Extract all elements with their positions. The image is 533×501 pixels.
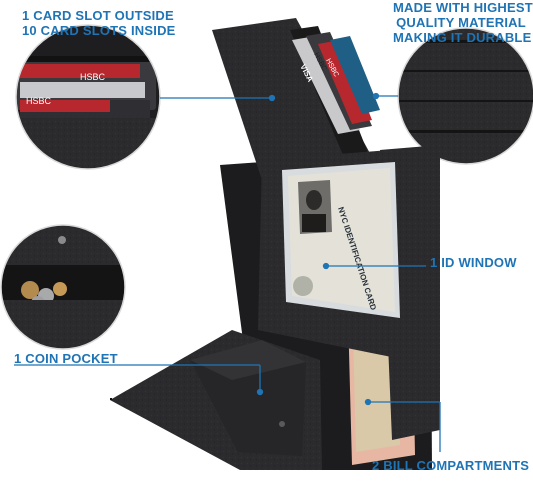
- callout-card-slots: 1 CARD SLOT OUTSIDE 10 CARD SLOTS INSIDE: [22, 8, 176, 38]
- id-seal: [293, 276, 313, 296]
- card-blue: [330, 36, 380, 114]
- callout-material: MADE WITH HIGHEST QUALITY MATERIAL MAKIN…: [393, 0, 533, 45]
- callout-line: MAKING IT DURABLE: [393, 30, 532, 45]
- callout-line: MADE WITH HIGHEST: [393, 0, 533, 15]
- card-brand-text: HSBC: [26, 96, 52, 106]
- callout-bill-compartments: 2 BILL COMPARTMENTS: [372, 458, 530, 473]
- wallet-main: VISA HSBC HSBC NYC IDENTIFICATION CARD: [110, 18, 440, 470]
- callout-line: QUALITY MATERIAL: [396, 15, 526, 30]
- card-brand-text: HSBC: [80, 72, 106, 82]
- callout-lines: [14, 92, 441, 452]
- callout-line: 10 CARD SLOTS INSIDE: [22, 23, 176, 38]
- callout-id-window: 1 ID WINDOW: [430, 255, 517, 270]
- callout-line: 1 CARD SLOT OUTSIDE: [22, 8, 174, 23]
- callout-coin-pocket: 1 COIN POCKET: [14, 351, 118, 366]
- coin-pocket-closeup: [1, 225, 125, 349]
- card-slots-closeup: [16, 25, 160, 169]
- leather-texture-closeup: [398, 28, 533, 164]
